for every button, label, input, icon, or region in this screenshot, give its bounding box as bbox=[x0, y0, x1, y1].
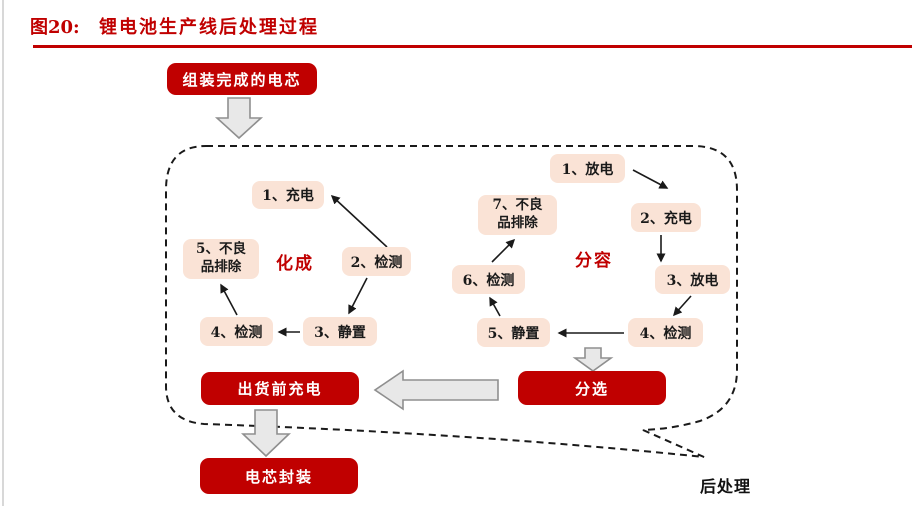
grading-arrow-6-to-7 bbox=[491, 238, 516, 263]
formation-step-5-line1: 5、不良 bbox=[196, 241, 246, 258]
sorting-label: 分选 bbox=[574, 379, 609, 398]
grading-step-3: 3、放电 bbox=[655, 265, 730, 294]
title-rule bbox=[33, 45, 912, 48]
grading-step-6: 6、检测 bbox=[452, 265, 525, 294]
assembled-cell-label: 组装完成的电芯 bbox=[182, 70, 302, 89]
grading-arrow-1-to-2 bbox=[632, 169, 669, 189]
formation-step-3: 3、静置 bbox=[303, 317, 377, 346]
grading-label: 分容 bbox=[575, 251, 613, 271]
formation-arrow-2-to-1 bbox=[330, 194, 388, 248]
formation-step-5: 5、不良 品排除 bbox=[183, 239, 259, 279]
formation-step-2: 2、检测 bbox=[342, 247, 411, 276]
cell-packaging-label: 电芯封装 bbox=[244, 467, 313, 486]
postprocess-label: 后处理 bbox=[700, 477, 752, 496]
block-arrow-sort-to-preship bbox=[373, 369, 499, 411]
grading-step-5: 5、静置 bbox=[477, 318, 550, 347]
cell-packaging-box: 电芯封装 bbox=[200, 458, 358, 494]
figure-title: 锂电池生产线后处理过程 bbox=[99, 17, 319, 38]
postprocess-boundary-bubble bbox=[165, 145, 738, 458]
grading-step-7-line1: 7、不良 bbox=[492, 197, 543, 214]
figure-number-label: 图20: bbox=[30, 17, 80, 38]
formation-step-4: 4、检测 bbox=[200, 317, 273, 346]
formation-arrow-4-to-5 bbox=[220, 283, 238, 316]
formation-step-5-line2: 品排除 bbox=[200, 259, 242, 275]
grading-step-2: 2、充电 bbox=[631, 203, 701, 232]
preship-charge-label: 出货前充电 bbox=[237, 380, 323, 398]
grading-step-7: 7、不良 品排除 bbox=[478, 195, 557, 235]
grading-step-4: 4、检测 bbox=[628, 318, 703, 347]
page-left-border bbox=[2, 0, 4, 506]
preship-charge-box: 出货前充电 bbox=[201, 372, 359, 405]
grading-arrow-5-to-6 bbox=[489, 296, 501, 317]
grading-step-7-line2: 品排除 bbox=[497, 215, 538, 231]
sorting-box: 分选 bbox=[518, 371, 666, 405]
formation-step-1: 1、充电 bbox=[252, 181, 324, 209]
assembled-cell-box: 组装完成的电芯 bbox=[167, 63, 317, 95]
block-arrow-grading-down bbox=[572, 347, 614, 372]
grading-step-1: 1、放电 bbox=[550, 154, 625, 183]
block-arrow-start-down bbox=[214, 97, 264, 140]
grading-arrow-3-to-4 bbox=[672, 295, 692, 317]
formation-label: 化成 bbox=[276, 254, 314, 274]
formation-arrow-2-to-3 bbox=[348, 277, 368, 315]
block-arrow-preship-down bbox=[241, 409, 291, 458]
